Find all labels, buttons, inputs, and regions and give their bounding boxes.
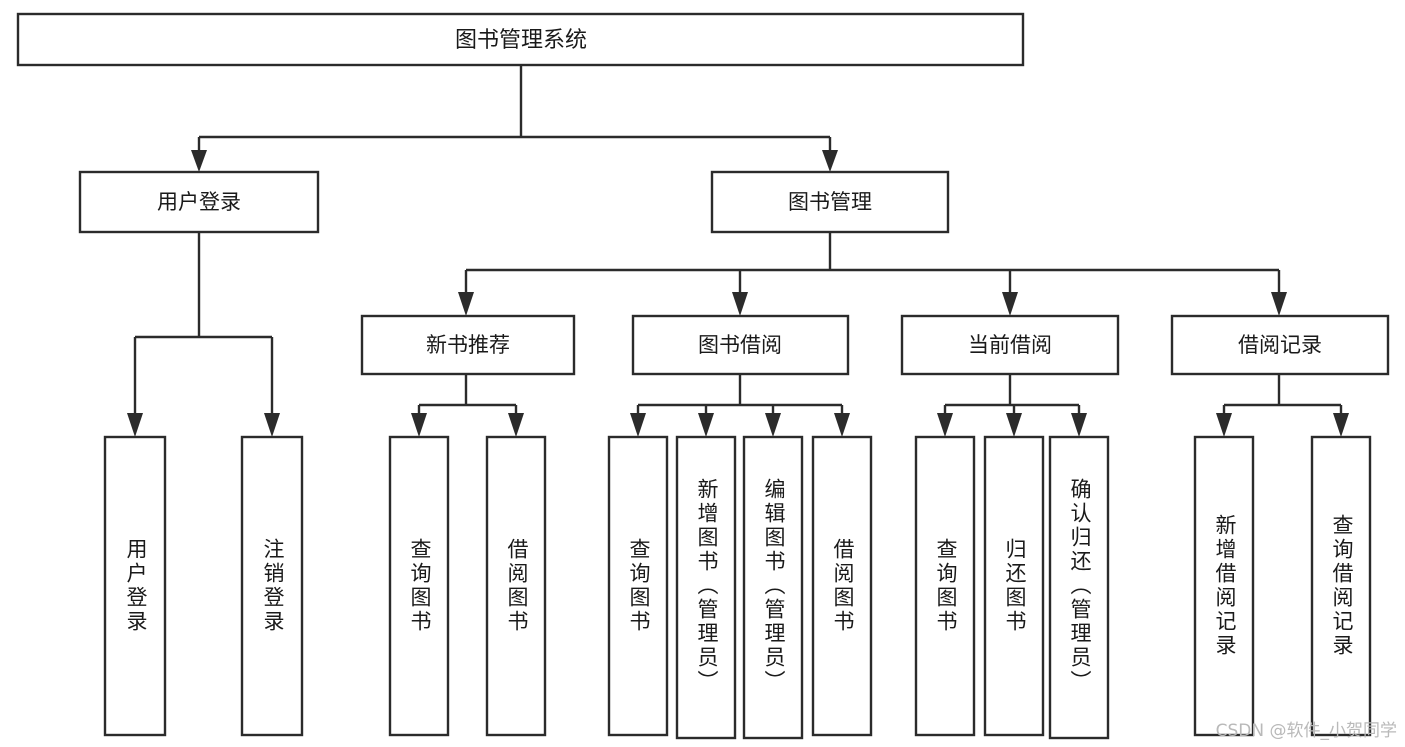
node-user-login[interactable]: 用户登录: [78, 170, 320, 234]
leaf-add-borrow-record[interactable]: 新增借阅记录: [1193, 435, 1255, 737]
leaf-edit-book-admin[interactable]: 编辑图书（管理员）: [742, 435, 804, 740]
leaf-add-book-admin[interactable]: 新增图书（管理员）: [675, 435, 737, 740]
leaf-add-borrow-record-box: [1193, 435, 1255, 737]
node-current-borrow[interactable]: 当前借阅: [900, 314, 1120, 376]
node-book-management[interactable]: 图书管理: [710, 170, 950, 234]
leaf-add-book-admin-box: [675, 435, 737, 740]
leaf-borrow-book-newrec[interactable]: 借阅图书: [485, 435, 547, 737]
arrow-to-leaf-borrow-book-1: [508, 413, 524, 437]
leaf-logout-label: 注销登录: [261, 538, 285, 634]
edge-newbookrec-bus: [417, 374, 518, 419]
leaf-query-book-newrec[interactable]: 查询图书: [388, 435, 450, 737]
leaf-query-book-newrec-label: 查询图书: [408, 538, 432, 634]
node-book-borrow-label: 图书借阅: [698, 333, 782, 357]
leaf-logout[interactable]: 注销登录: [240, 435, 304, 737]
arrow-to-leaf-edit-book: [765, 413, 781, 437]
leaf-borrow-book-borrow-label: 借阅图书: [831, 538, 855, 634]
leaf-return-book-label: 归还图书: [1003, 538, 1027, 634]
arrow-to-book-manage: [822, 150, 838, 172]
arrow-to-leaf-return-book: [1006, 413, 1022, 437]
node-book-borrow[interactable]: 图书借阅: [631, 314, 850, 376]
leaf-add-borrow-record-label: 新增借阅记录: [1213, 514, 1237, 658]
node-book-management-label: 图书管理: [788, 190, 872, 214]
node-root-system[interactable]: 图书管理系统: [16, 12, 1025, 67]
node-borrow-record-box: [1170, 314, 1390, 376]
node-root-box: [16, 12, 1025, 67]
leaf-confirm-return-admin-label: 确认归还（管理员）: [1068, 478, 1092, 694]
node-current-borrow-label: 当前借阅: [968, 333, 1052, 357]
node-borrow-record[interactable]: 借阅记录: [1170, 314, 1390, 376]
arrow-to-leaf-query-book-3: [937, 413, 953, 437]
leaf-query-book-borrow-label: 查询图书: [627, 538, 651, 634]
arrow-to-user-login: [191, 150, 207, 172]
leaf-logout-box: [240, 435, 304, 737]
edge-layer: [127, 65, 1349, 437]
arrow-to-leaf-user-login: [127, 413, 143, 437]
node-current-borrow-box: [900, 314, 1120, 376]
node-root-label: 图书管理系统: [455, 28, 587, 53]
arrow-to-book-borrow: [732, 292, 748, 316]
edge-bookmanage-bus: [464, 232, 1281, 298]
node-new-book-recommend[interactable]: 新书推荐: [360, 314, 576, 376]
arrow-to-leaf-borrow-book-2: [834, 413, 850, 437]
edge-userlogin-bus: [133, 232, 274, 419]
leaf-return-book-box: [983, 435, 1045, 737]
leaf-borrow-book-newrec-box: [485, 435, 547, 737]
node-user-login-box: [78, 170, 320, 234]
arrow-to-borrow-record: [1271, 292, 1287, 316]
arrow-to-leaf-confirm-return: [1071, 413, 1087, 437]
arrow-to-leaf-query-record: [1333, 413, 1349, 437]
leaf-query-borrow-record[interactable]: 查询借阅记录: [1310, 435, 1372, 737]
leaf-borrow-book-borrow[interactable]: 借阅图书: [811, 435, 873, 737]
leaf-user-login-box: [103, 435, 167, 737]
leaf-confirm-return-admin[interactable]: 确认归还（管理员）: [1048, 435, 1110, 740]
leaf-add-book-admin-label: 新增图书（管理员）: [695, 478, 719, 694]
node-user-login-label: 用户登录: [157, 190, 241, 214]
arrow-to-leaf-query-book-1: [411, 413, 427, 437]
leaf-query-book-borrow[interactable]: 查询图书: [607, 435, 669, 737]
arrow-to-new-book-rec: [458, 292, 474, 316]
arrow-to-current-borrow: [1002, 292, 1018, 316]
leaf-query-book-current[interactable]: 查询图书: [914, 435, 976, 737]
leaf-confirm-return-admin-box: [1048, 435, 1110, 740]
edge-currentborrow-bus: [943, 374, 1081, 419]
leaf-edit-book-admin-label: 编辑图书（管理员）: [762, 478, 786, 694]
csdn-watermark: CSDN @软件_小贺同学: [1215, 721, 1397, 741]
arrow-to-leaf-add-record: [1216, 413, 1232, 437]
leaf-borrow-book-borrow-box: [811, 435, 873, 737]
leaf-query-borrow-record-box: [1310, 435, 1372, 737]
edge-borrowrecord-bus: [1222, 374, 1343, 419]
edge-root-to-level1-bus: [197, 65, 832, 154]
node-borrow-record-label: 借阅记录: [1238, 333, 1322, 357]
leaf-user-login-label: 用户登录: [124, 538, 148, 634]
arrow-to-leaf-logout: [264, 413, 280, 437]
leaf-query-book-borrow-box: [607, 435, 669, 737]
leaf-borrow-book-newrec-label: 借阅图书: [505, 538, 529, 634]
leaf-edit-book-admin-box: [742, 435, 804, 740]
node-book-borrow-box: [631, 314, 850, 376]
arrow-to-leaf-query-book-2: [630, 413, 646, 437]
node-book-management-box: [710, 170, 950, 234]
leaf-query-book-current-label: 查询图书: [934, 538, 958, 634]
leaf-query-book-current-box: [914, 435, 976, 737]
node-new-book-recommend-box: [360, 314, 576, 376]
leaf-query-borrow-record-label: 查询借阅记录: [1330, 514, 1354, 658]
leaf-return-book[interactable]: 归还图书: [983, 435, 1045, 737]
leaf-query-book-newrec-box: [388, 435, 450, 737]
edge-bookborrow-bus: [636, 374, 844, 419]
leaf-user-login[interactable]: 用户登录: [103, 435, 167, 737]
node-new-book-recommend-label: 新书推荐: [426, 333, 510, 357]
arrow-to-leaf-add-book: [698, 413, 714, 437]
